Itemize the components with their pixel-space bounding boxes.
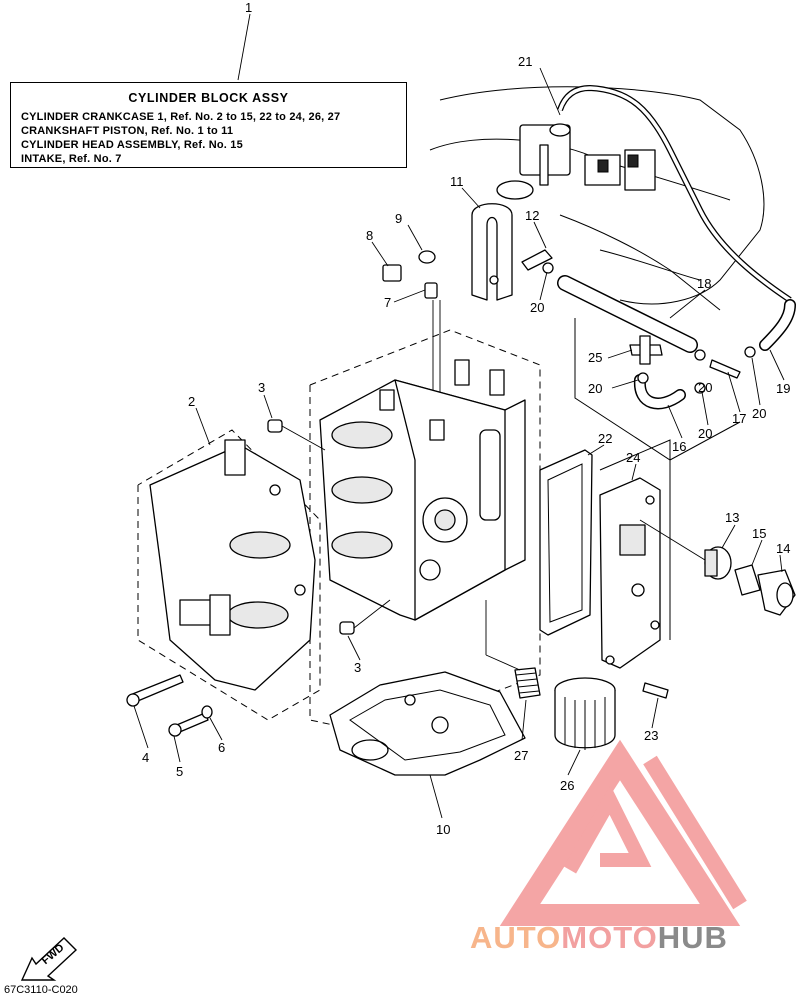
fwd-arrow-icon: FWD [20, 937, 78, 981]
watermark-logo-icon [499, 739, 747, 926]
plug-8 [382, 264, 402, 282]
callout-26: 26 [560, 778, 574, 793]
callout-20-b: 20 [588, 381, 602, 396]
callout-20-a: 20 [530, 300, 544, 315]
note-line-2: CRANKSHAFT PISTON, Ref. No. 1 to 11 [21, 125, 234, 137]
note-line-1: CYLINDER CRANKCASE 1, Ref. No. 2 to 15, … [21, 111, 341, 123]
thermostat-13 [704, 546, 732, 580]
callout-6: 6 [218, 740, 225, 755]
cylinder-block [319, 359, 526, 621]
callout-14: 14 [776, 541, 790, 556]
leader-lines [133, 13, 785, 819]
watermark-text-auto: AUTO [470, 920, 562, 955]
callout-labels: 1 21 11 12 8 9 7 20 18 25 20 20 20 17 19… [142, 0, 790, 837]
oil-filter-26 [554, 677, 616, 750]
hose-21 [557, 84, 792, 303]
hose-group-outline [574, 318, 741, 461]
watermark-text: AUTOMOTOHUB [470, 920, 728, 956]
dowel-3-lower [339, 621, 355, 635]
callout-21: 21 [518, 54, 532, 69]
callout-1: 1 [245, 0, 252, 15]
callout-19: 19 [776, 381, 790, 396]
bolt-17 [709, 359, 741, 379]
callout-12: 12 [525, 208, 539, 223]
callout-8: 8 [366, 228, 373, 243]
washer-9 [418, 250, 436, 264]
callout-17: 17 [732, 411, 746, 426]
callout-22: 22 [598, 431, 612, 446]
fitting-7 [424, 282, 438, 299]
hose-19 [759, 299, 796, 351]
callout-16: 16 [672, 439, 686, 454]
thermostat-cover-14 [757, 569, 796, 616]
callout-11: 11 [450, 174, 464, 189]
callout-15: 15 [752, 526, 766, 541]
gasket-10 [329, 671, 526, 776]
washer-6 [201, 705, 213, 719]
bolt-23 [642, 682, 669, 699]
callout-3-upper: 3 [258, 380, 265, 395]
joint-25 [629, 335, 663, 365]
hose-18 [557, 275, 698, 353]
callout-27: 27 [514, 748, 528, 763]
callout-13: 13 [725, 510, 739, 525]
spring-27 [514, 667, 541, 699]
bracket-11 [471, 203, 513, 301]
callout-18: 18 [697, 276, 711, 291]
callout-7: 7 [384, 295, 391, 310]
crankcase-2 [149, 439, 316, 691]
callout-20-d: 20 [698, 426, 712, 441]
callout-20-e: 20 [698, 380, 712, 395]
callout-5: 5 [176, 764, 183, 779]
engine-background-outline [429, 86, 765, 311]
callout-25: 25 [588, 350, 602, 365]
callout-4: 4 [142, 750, 149, 765]
exhaust-cover-24 [599, 477, 661, 669]
callout-24: 24 [626, 450, 640, 465]
note-line-3: CYLINDER HEAD ASSEMBLY, Ref. No. 15 [21, 139, 243, 151]
gasket-22 [539, 449, 593, 636]
callout-9: 9 [395, 211, 402, 226]
assembly-note-box: CYLINDER BLOCK ASSY CYLINDER CRANKCASE 1… [10, 82, 407, 168]
callout-3-lower: 3 [354, 660, 361, 675]
watermark-text-moto: MOTO [561, 920, 658, 955]
cylinder-block-dashed-outline [309, 329, 541, 736]
dowel-3-upper [267, 419, 283, 433]
drawing-code: 67C3110-C020 [4, 984, 78, 996]
crankcase-dashed-outline [137, 429, 321, 721]
watermark-text-hub: HUB [657, 920, 728, 955]
callout-20-c: 20 [752, 406, 766, 421]
gasket-15 [734, 564, 761, 596]
note-line-4: INTAKE, Ref. No. 7 [21, 153, 122, 165]
hose-16 [633, 374, 686, 410]
callout-10: 10 [436, 822, 450, 837]
clip-20-group [542, 262, 756, 394]
callout-23: 23 [644, 728, 658, 743]
note-title: CYLINDER BLOCK ASSY [128, 91, 289, 105]
callout-2: 2 [188, 394, 195, 409]
bolt-12 [521, 249, 553, 271]
